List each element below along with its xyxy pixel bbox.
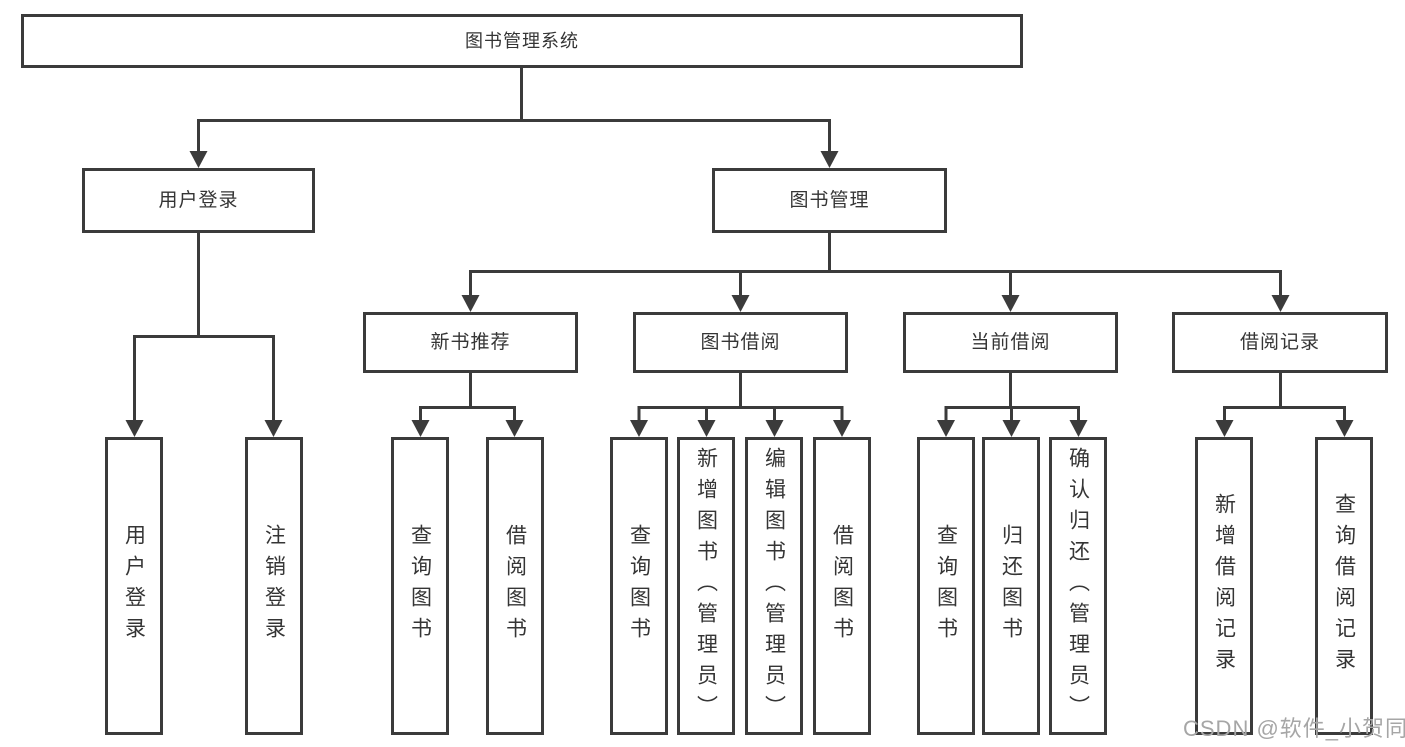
node-new-book-rec: 新书推荐 bbox=[363, 312, 578, 373]
leaf-add-book-admin: 新增图书（管理员） bbox=[677, 437, 735, 735]
connector-new-book-rec-to-children bbox=[411, 373, 524, 437]
connector-borrow-records-to-children bbox=[1215, 373, 1354, 437]
connector-user-login-to-children bbox=[125, 233, 283, 437]
leaf-confirm-return-admin: 确认归还（管理员） bbox=[1049, 437, 1107, 735]
leaf-borrow-books: 借阅图书 bbox=[813, 437, 871, 735]
leaf-logout: 注销登录 bbox=[245, 437, 303, 735]
leaf-borrow-books-rec: 借阅图书 bbox=[486, 437, 544, 735]
node-borrow-records: 借阅记录 bbox=[1172, 312, 1388, 373]
connector-book-mgmt-to-level2 bbox=[461, 233, 1290, 312]
leaf-user-login: 用户登录 bbox=[105, 437, 163, 735]
node-book-mgmt: 图书管理 bbox=[712, 168, 947, 233]
leaf-query-borrow-record: 查询借阅记录 bbox=[1315, 437, 1373, 735]
leaf-add-borrow-record: 新增借阅记录 bbox=[1195, 437, 1253, 735]
leaf-query-books-rec: 查询图书 bbox=[391, 437, 449, 735]
connector-book-borrow-to-children bbox=[630, 373, 851, 437]
node-book-borrow: 图书借阅 bbox=[633, 312, 848, 373]
node-current-borrow: 当前借阅 bbox=[903, 312, 1118, 373]
node-root-library-system: 图书管理系统 bbox=[21, 14, 1023, 68]
leaf-query-books-borrow: 查询图书 bbox=[610, 437, 668, 735]
connector-root-to-level1 bbox=[189, 68, 839, 168]
leaf-query-books-current: 查询图书 bbox=[917, 437, 975, 735]
leaf-edit-book-admin: 编辑图书（管理员） bbox=[745, 437, 803, 735]
node-user-login: 用户登录 bbox=[82, 168, 315, 233]
csdn-watermark: CSDN @软件_小贺同学 bbox=[1183, 716, 1405, 741]
leaf-return-book: 归还图书 bbox=[982, 437, 1040, 735]
connector-current-borrow-to-children bbox=[937, 373, 1088, 437]
